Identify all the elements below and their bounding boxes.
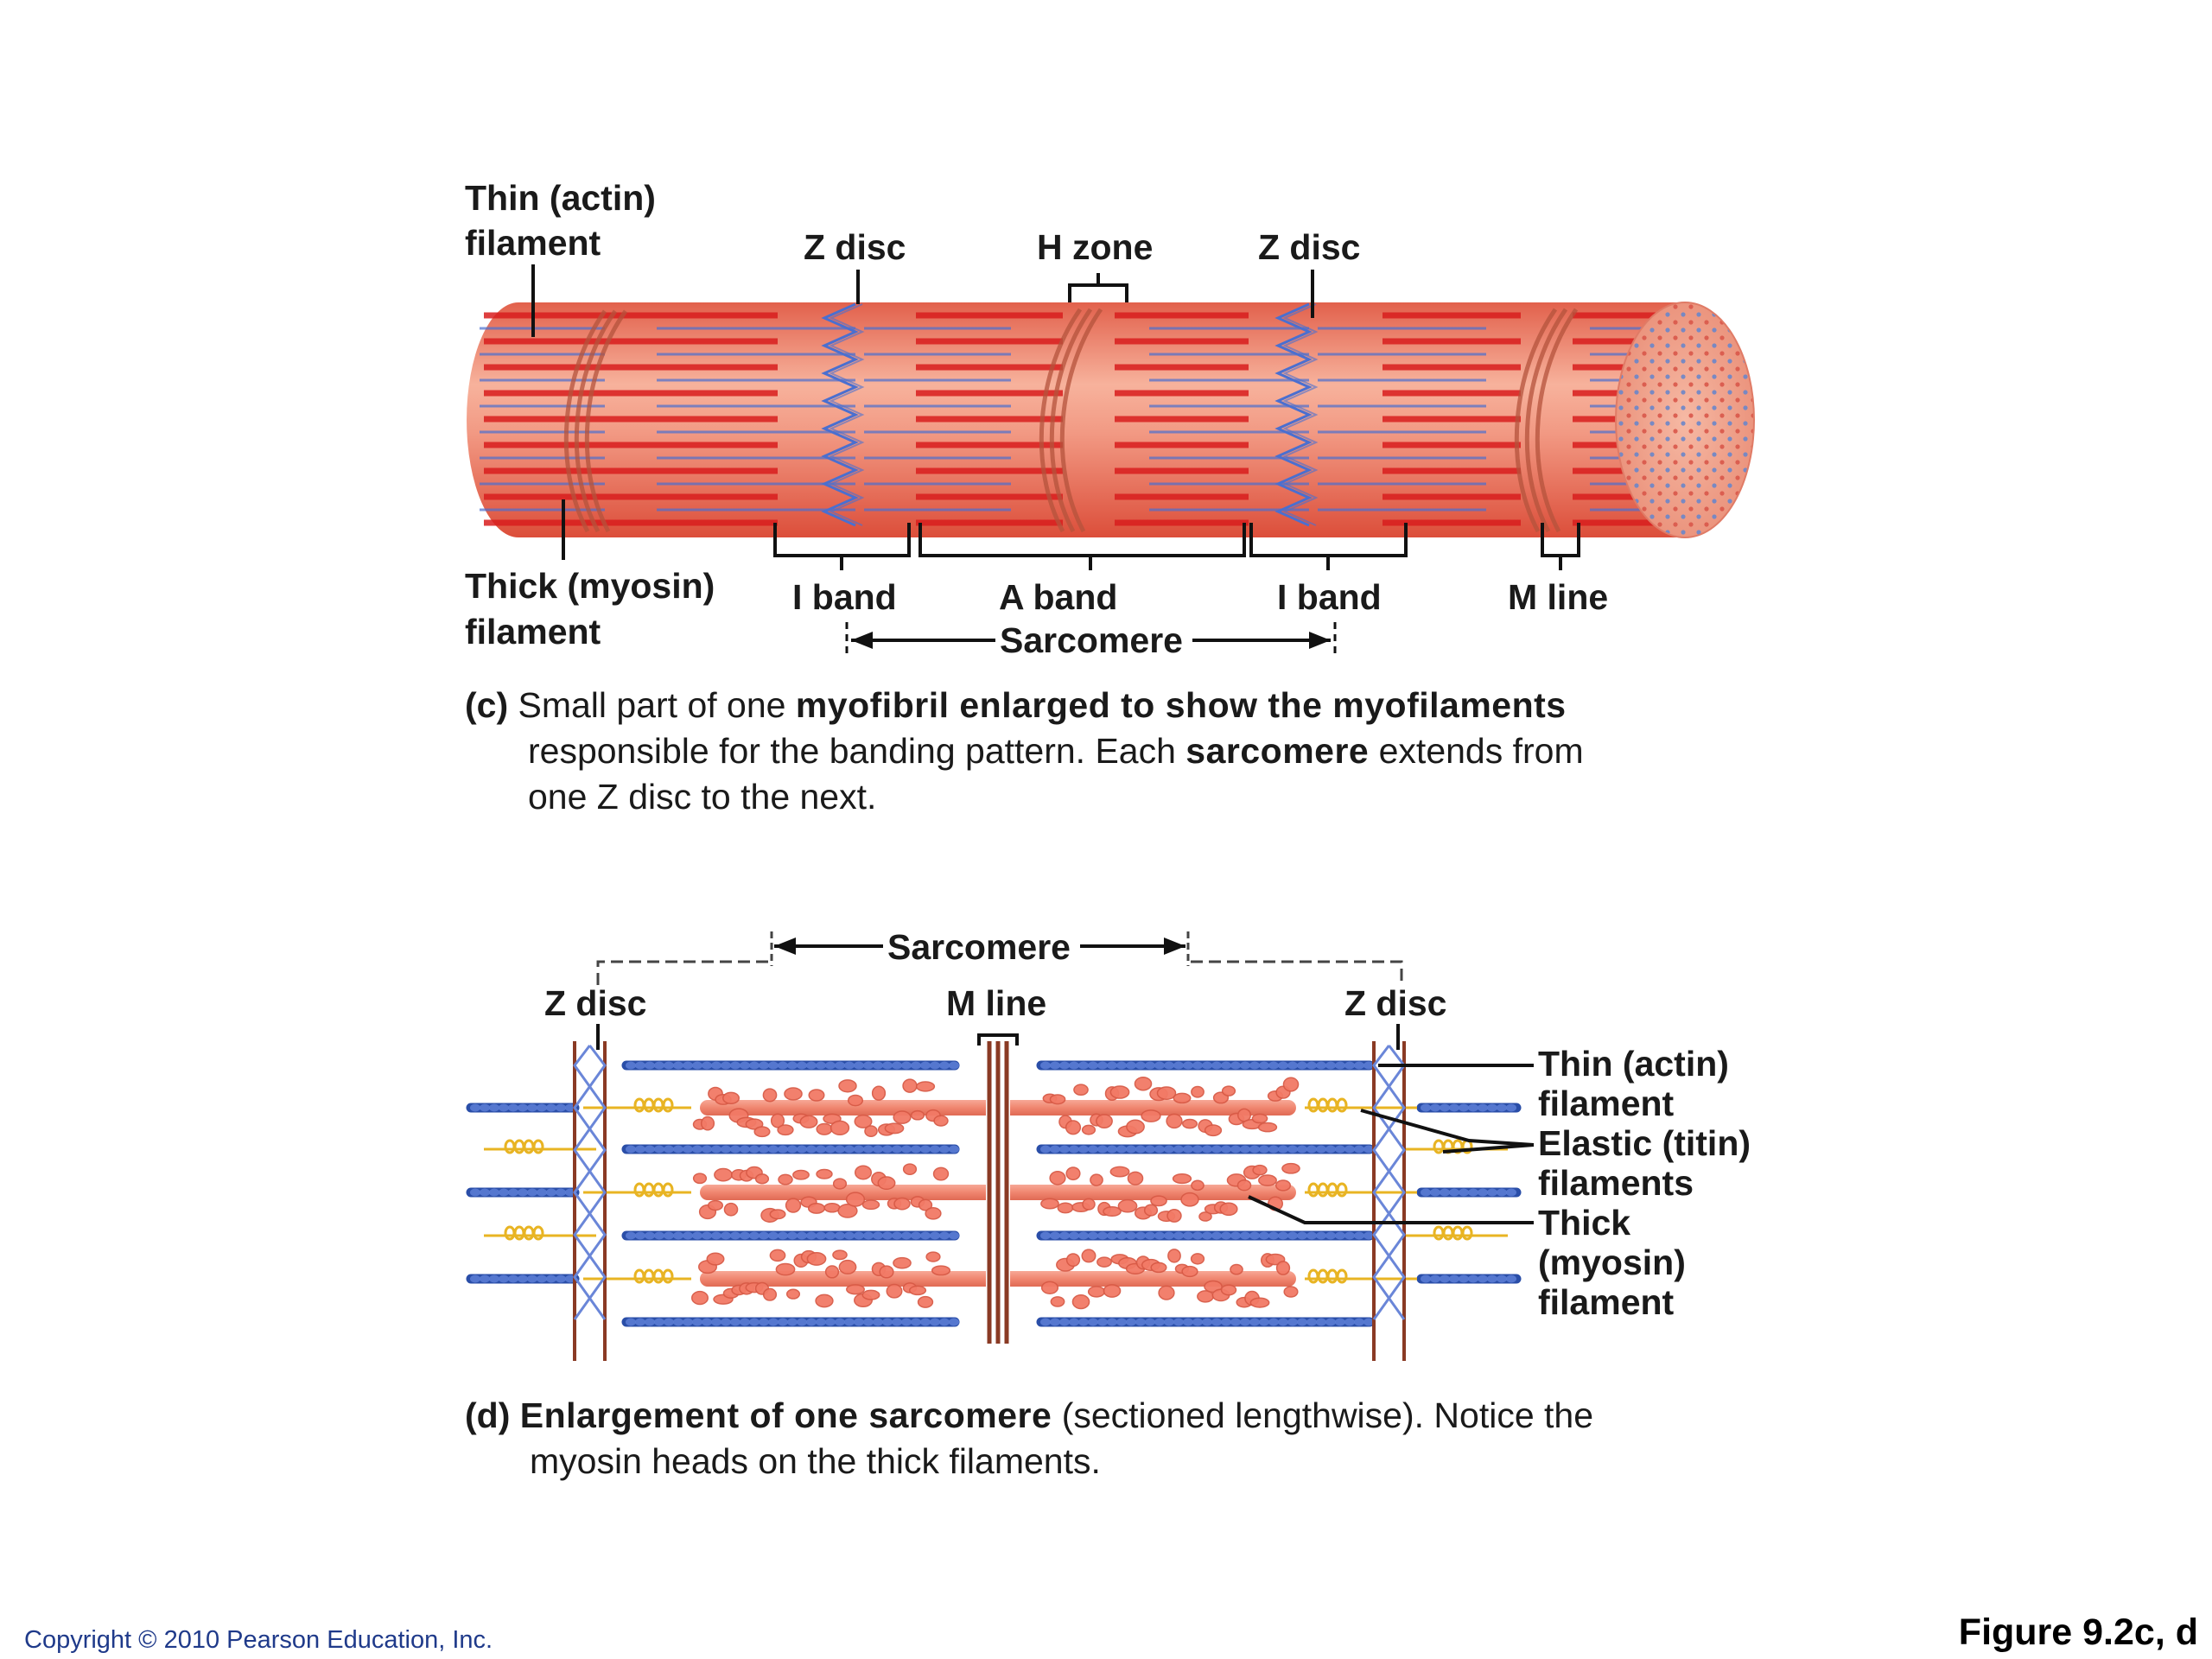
thick-d-leader xyxy=(1248,1195,1534,1224)
z-disc-lines xyxy=(821,302,1319,527)
caption-c-bold-1: myofibril enlarged to show the myofilame… xyxy=(795,685,1567,725)
a-band-bracket xyxy=(918,523,1246,570)
thick-filament-label-2: filament xyxy=(465,612,601,652)
elastic-d-leader xyxy=(1360,1109,1535,1154)
thin-d-label-2: filament xyxy=(1538,1084,1675,1123)
z-disc-d-left-label: Z disc xyxy=(544,983,646,1023)
caption-d-text-2: myosin heads on the thick filaments. xyxy=(530,1441,1101,1481)
caption-d: (d) Enlargement of one sarcomere (sectio… xyxy=(465,1393,1830,1484)
thick-d-label: Thick xyxy=(1538,1203,1630,1243)
z-disc-left-label: Z disc xyxy=(804,227,906,267)
z-disc-structures xyxy=(573,1041,1406,1361)
actin-filaments xyxy=(466,1060,1522,1327)
m-line-bracket xyxy=(1541,523,1580,570)
i-band-right-label: I band xyxy=(1277,577,1382,617)
m-line-rods xyxy=(986,1041,1010,1344)
panel-d-labels: Sarcomere Z disc M line Z disc Thin (act… xyxy=(544,927,1751,1322)
caption-d-tag: (d) xyxy=(465,1395,511,1435)
h-zone-label: H zone xyxy=(1037,227,1153,267)
thick-d-label-3: filament xyxy=(1538,1282,1675,1322)
sarcomere-enlargement xyxy=(466,1041,1522,1361)
thick-filament-label: Thick (myosin) xyxy=(465,566,715,606)
thick-d-label-2: (myosin) xyxy=(1538,1243,1686,1282)
m-line-d-label: M line xyxy=(946,983,1046,1023)
caption-c: (c) Small part of one myofibril enlarged… xyxy=(465,683,1778,820)
a-band-label: A band xyxy=(999,577,1117,617)
sarcomere-d-label: Sarcomere xyxy=(887,927,1071,967)
caption-c-text-2: responsible for the banding pattern. Eac… xyxy=(528,731,1186,771)
caption-d-bold-1: Enlargement of one sarcomere xyxy=(519,1395,1052,1435)
z-disc-right-label: Z disc xyxy=(1258,227,1360,267)
m-line-arcs xyxy=(563,308,1579,533)
elastic-d-label-2: filaments xyxy=(1538,1163,1694,1203)
caption-c-text-4: one Z disc to the next. xyxy=(528,777,877,817)
caption-c-text-3: extends from xyxy=(1369,731,1584,771)
caption-c-text-1: Small part of one xyxy=(508,685,796,725)
thin-filament-label-2: filament xyxy=(465,223,601,263)
myofibril-cylinder xyxy=(467,302,1755,538)
caption-d-text-1: (sectioned lengthwise). Notice the xyxy=(1052,1395,1594,1435)
thin-d-label: Thin (actin) xyxy=(1538,1044,1729,1084)
h-zone-bracket xyxy=(1068,273,1128,302)
i-band-left-bracket xyxy=(773,523,911,570)
m-line-label: M line xyxy=(1508,577,1608,617)
panel-c-labels: Thin (actin) filament Z disc H zone Z di… xyxy=(465,178,1608,660)
figure-number: Figure 9.2c, d xyxy=(1958,1611,2198,1653)
copyright-notice: Copyright © 2010 Pearson Education, Inc. xyxy=(24,1626,493,1654)
i-band-right-bracket xyxy=(1249,523,1408,570)
elastic-d-label: Elastic (titin) xyxy=(1538,1123,1751,1163)
sarcomere-label: Sarcomere xyxy=(1000,620,1183,660)
i-band-left-label: I band xyxy=(792,577,897,617)
titin-filaments xyxy=(484,1097,1508,1284)
thin-filament-label: Thin (actin) xyxy=(465,178,656,218)
caption-c-bold-2: sarcomere xyxy=(1185,731,1370,771)
caption-c-tag: (c) xyxy=(465,685,509,725)
z-disc-d-right-label: Z disc xyxy=(1344,983,1446,1023)
